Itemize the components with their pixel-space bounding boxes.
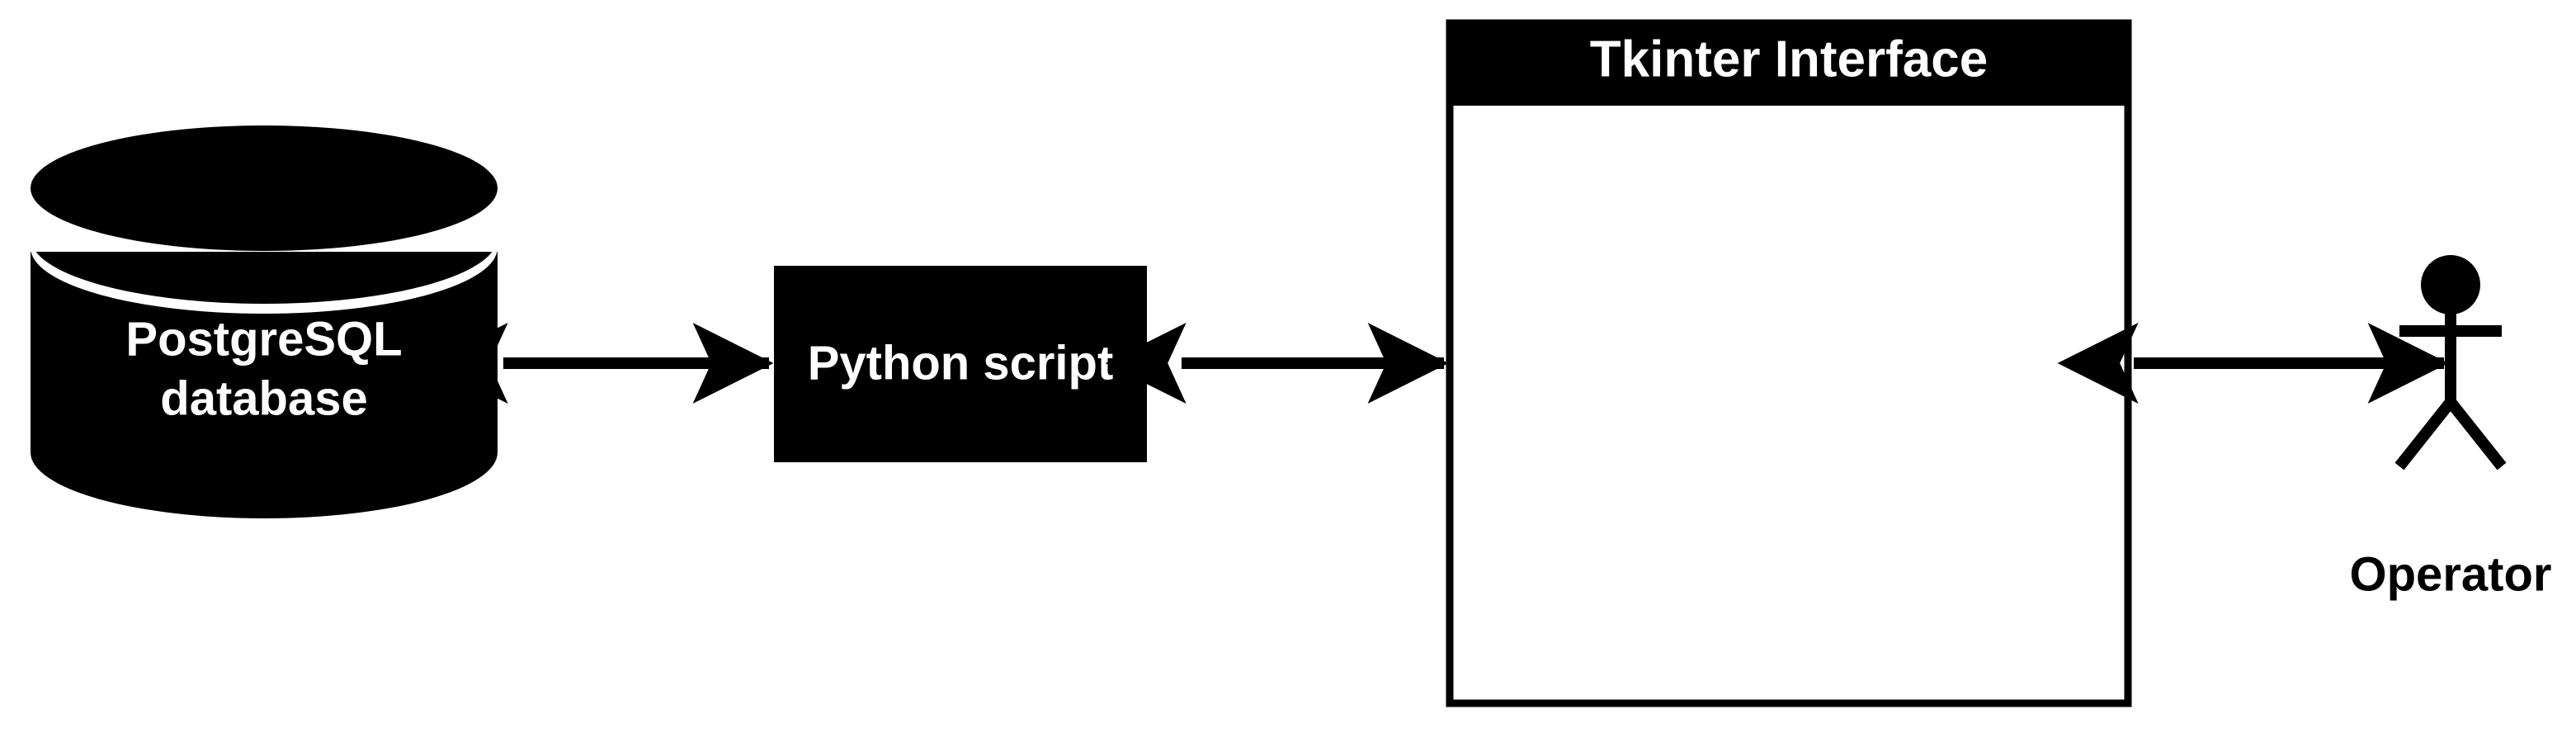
postgres-database-label-line2: database (160, 371, 367, 425)
node-python-script[interactable]: Python script (774, 266, 1147, 462)
node-tkinter-interface[interactable]: Tkinter Interface (1446, 19, 2132, 707)
cylinder-body (31, 252, 498, 518)
postgres-database-label-line1: PostgreSQL (125, 312, 402, 366)
tkinter-title-bar (1446, 20, 2131, 106)
operator-left-leg (2394, 398, 2456, 471)
node-operator[interactable]: Operator (2350, 255, 2552, 601)
operator-label: Operator (2350, 547, 2552, 601)
tkinter-window-frame (1446, 19, 2132, 707)
tkinter-interface-title: Tkinter Interface (1590, 31, 1988, 87)
operator-right-leg (2446, 398, 2507, 471)
node-postgres-database[interactable]: PostgreSQL database (31, 125, 498, 518)
python-script-box (774, 266, 1147, 462)
cylinder-top-disc (31, 125, 498, 251)
python-script-label: Python script (808, 336, 1114, 390)
